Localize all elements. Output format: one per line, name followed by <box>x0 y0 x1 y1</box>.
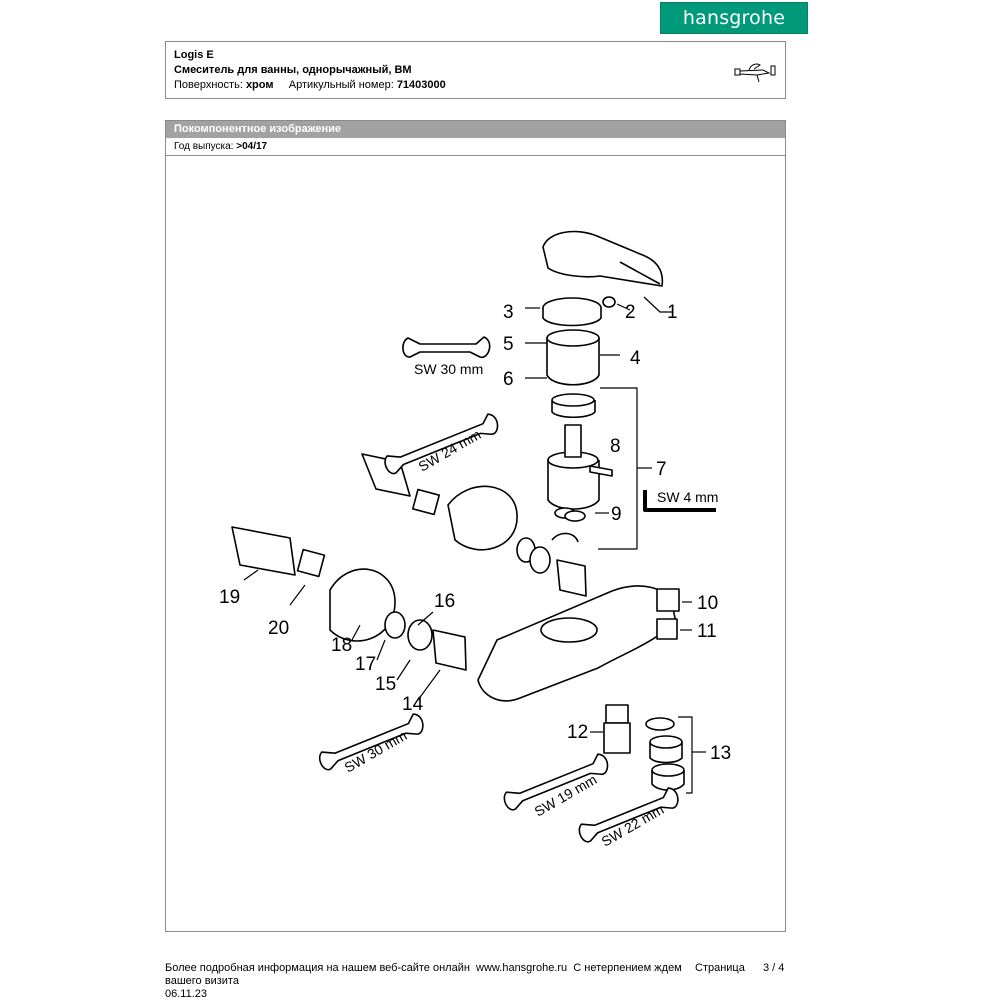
cartridge-screw <box>589 465 613 477</box>
cap-10 <box>656 588 680 612</box>
article-label: Артикульный номер: <box>288 79 394 91</box>
part-number-1: 1 <box>667 302 678 323</box>
part-number-8: 8 <box>610 436 621 457</box>
wrench-icon <box>503 753 609 811</box>
set-screw <box>602 296 616 308</box>
part-number-16: 16 <box>434 591 455 612</box>
footer-info: Более подробная информация на нашем веб-… <box>165 962 682 975</box>
wrench-icon <box>578 787 679 843</box>
part-number-3: 3 <box>503 302 514 323</box>
exploded-view-panel: Покомпонентное изображение Год выпуска: … <box>165 120 786 932</box>
cap-11 <box>656 618 678 640</box>
clip <box>551 532 579 543</box>
product-name: Logis E <box>174 49 214 61</box>
product-meta: Поверхность: хром Артикульный номер: 714… <box>174 79 446 91</box>
part-number-19: 19 <box>219 587 240 608</box>
part-number-7: 7 <box>656 459 667 480</box>
part-number-11: 11 <box>697 621 717 642</box>
cartridge <box>547 424 600 510</box>
wrench-icon <box>402 336 491 359</box>
lever-handle <box>542 230 664 287</box>
part-number-14: 14 <box>402 694 424 715</box>
part-number-18: 18 <box>331 635 352 656</box>
product-description: Смеситель для ванны, однорычажный, ВМ <box>174 64 412 76</box>
hex-key-icon <box>643 490 716 512</box>
product-header: Logis E Смеситель для ванны, однорычажны… <box>165 41 786 99</box>
part-number-10: 10 <box>697 593 718 614</box>
surface-label: Поверхность: <box>174 79 243 91</box>
threaded-ring <box>551 393 596 419</box>
surface-value: хром <box>245 79 274 91</box>
hansgrohe-logo: hansgrohe <box>660 2 808 34</box>
part-number-12: 12 <box>567 722 588 743</box>
mixer-body <box>477 585 676 702</box>
part-number-6: 6 <box>503 369 514 390</box>
wrench-icon <box>384 413 499 475</box>
leader-lines <box>243 296 706 794</box>
wrench-size-label: SW 4 mm <box>657 489 718 505</box>
article-value: 71403000 <box>396 79 446 91</box>
part-number-5: 5 <box>503 334 514 355</box>
part-number-17: 17 <box>355 654 376 675</box>
cover-ring <box>542 297 602 327</box>
o-rings <box>554 507 586 522</box>
release-year: Год выпуска: >04/17 <box>166 138 785 156</box>
footer-date: 06.11.23 <box>165 988 208 1000</box>
page-label: Страница <box>695 962 745 974</box>
aerator-set <box>645 717 685 791</box>
part-number-4: 4 <box>630 348 641 369</box>
footer-text: Более подробная информация на нашем веб-… <box>165 962 470 974</box>
part-number-13: 13 <box>710 743 731 764</box>
diverter <box>603 704 631 754</box>
faucet-thumbnail-icon <box>734 63 776 83</box>
footer-text-after: С нетерпением ждем <box>573 962 682 974</box>
section-title: Покомпонентное изображение <box>166 121 785 138</box>
page-number: 3 / 4 <box>763 962 785 974</box>
website-link[interactable]: www.hansgrohe.ru <box>476 962 568 974</box>
part-number-15: 15 <box>375 674 396 695</box>
part-number-20: 20 <box>268 618 289 639</box>
part-number-9: 9 <box>611 504 622 525</box>
cartridge-sleeve <box>546 329 600 386</box>
year-value: >04/17 <box>236 141 268 152</box>
wrench-size-label: SW 30 mm <box>414 361 483 377</box>
wrench-icon <box>318 713 424 771</box>
lower-union-connector <box>231 526 467 671</box>
year-label: Год выпуска: <box>174 141 234 152</box>
footer-line2: вашего визита <box>165 975 239 987</box>
part-number-2: 2 <box>625 302 636 323</box>
